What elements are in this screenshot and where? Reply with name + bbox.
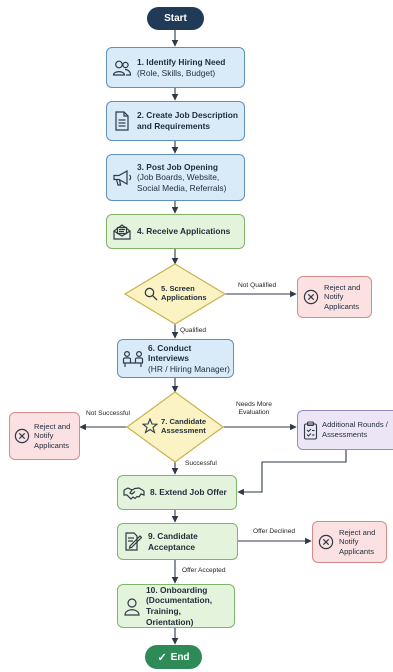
megaphone-icon — [107, 169, 137, 187]
person-icon — [118, 597, 146, 616]
step-3-title: 3. Post Job Opening — [137, 161, 218, 172]
diamond-assessment — [125, 391, 225, 463]
reject-x-icon — [10, 428, 34, 444]
step-9-title: 9. Candidate Acceptance — [148, 530, 198, 552]
step-2-detail: and Requirements — [137, 121, 211, 131]
start-label: Start — [164, 13, 187, 24]
step-5-line-2: Applications — [161, 293, 207, 303]
inbox-icon — [107, 223, 137, 241]
reject-offer-line-1: Reject and — [339, 527, 376, 537]
signing-icon — [118, 532, 148, 551]
label-needs-more-evaluation: Needs More Evaluation — [236, 401, 272, 417]
step-candidate-acceptance: 9. Candidate Acceptance — [117, 523, 238, 560]
reject-x-icon — [313, 534, 339, 550]
label-not-qualified: Not Qualified — [238, 282, 277, 289]
step-6-detail: (HR / Hiring Manager) — [148, 363, 230, 374]
reject-assessment-line-3: Applicants — [34, 440, 70, 450]
reject-offer-line-2: Notify — [339, 537, 359, 547]
label-successful: Successful — [185, 460, 217, 467]
step-conduct-interviews: 6. Conduct Interviews (HR / Hiring Manag… — [117, 339, 234, 378]
reject-x-icon — [298, 289, 324, 305]
end-label: End — [170, 651, 190, 663]
step-7-line-2: Assessment — [161, 426, 206, 436]
step-extend-job-offer: 8. Extend Job Offer — [117, 475, 237, 510]
document-icon — [107, 111, 137, 131]
magnifier-icon — [143, 286, 159, 302]
additional-rounds-line-2: Assessments — [322, 430, 368, 439]
reject-screen-line-3: Applicants — [324, 301, 360, 311]
reject-screen-line-2: Notify — [324, 292, 344, 302]
check-icon: ✓ — [157, 651, 167, 664]
step-1-detail: (Role, Skills, Budget) — [137, 67, 216, 78]
step-6-title: 6. Conduct Interviews — [148, 342, 192, 364]
people-icon — [107, 59, 137, 77]
step-10-detail-2: Orientation) — [146, 616, 194, 627]
outcome-reject-assessment: Reject and Notify Applicants — [9, 412, 80, 460]
clipboard-icon — [298, 420, 322, 440]
step-1-title: 1. Identify Hiring Need — [137, 56, 226, 67]
reject-offer-line-3: Applicants — [339, 546, 375, 556]
step-7-line-1: 7. Candidate — [161, 417, 207, 426]
end-terminal: ✓ End — [145, 645, 202, 669]
step-7-assessment-label: 7. Candidate Assessment — [161, 417, 206, 436]
label-not-successful: Not Successful — [86, 410, 130, 417]
interview-icon — [118, 350, 148, 368]
step-2-title: 2. Create Job Description — [137, 110, 238, 121]
outcome-reject-offer: Reject and Notify Applicants — [312, 521, 387, 563]
step-3-detail-1: (Job Boards, Website, — [137, 172, 220, 183]
label-offer-accepted: Offer Accepted — [182, 567, 226, 574]
label-offer-declined: Offer Declined — [253, 528, 296, 535]
step-create-job-description: 2. Create Job Description and Requiremen… — [106, 101, 245, 141]
reject-screen-line-1: Reject and — [324, 282, 361, 292]
diamond-screen — [123, 263, 227, 325]
label-needs-more-line-1: Needs More — [236, 401, 272, 408]
step-5-line-1: 5. Screen — [161, 284, 195, 293]
step-10-title: 10. Onboarding — [146, 584, 208, 595]
step-8-title: 8. Extend Job Offer — [150, 487, 227, 498]
step-identify-hiring-need: 1. Identify Hiring Need (Role, Skills, B… — [106, 47, 245, 88]
reject-assessment-line-2: Notify — [34, 431, 54, 441]
step-10-detail-1: (Documentation, Training, — [146, 595, 213, 616]
step-receive-applications: 4. Receive Applications — [106, 214, 245, 249]
step-4-title: 4. Receive Applications — [137, 226, 231, 237]
step-3-detail-2: Social Media, Referrals) — [137, 182, 227, 193]
star-icon — [141, 417, 159, 435]
handshake-icon — [118, 485, 150, 501]
step-post-job-opening: 3. Post Job Opening (Job Boards, Website… — [106, 154, 245, 201]
label-needs-more-line-2: Evaluation — [238, 409, 270, 416]
label-qualified: Qualified — [180, 327, 207, 334]
edge-additional-back-to-8 — [237, 449, 347, 496]
step-5-screen-label: 5. Screen Applications — [161, 284, 207, 303]
outcome-additional-rounds: Additional Rounds / Assessments — [297, 410, 393, 450]
reject-assessment-line-1: Reject and — [34, 421, 71, 431]
start-terminal: Start — [147, 7, 204, 30]
step-onboarding: 10. Onboarding (Documentation, Training,… — [117, 584, 235, 628]
outcome-reject-screen: Reject and Notify Applicants — [297, 276, 372, 318]
additional-rounds-line-1: Additional Rounds / — [322, 420, 388, 430]
